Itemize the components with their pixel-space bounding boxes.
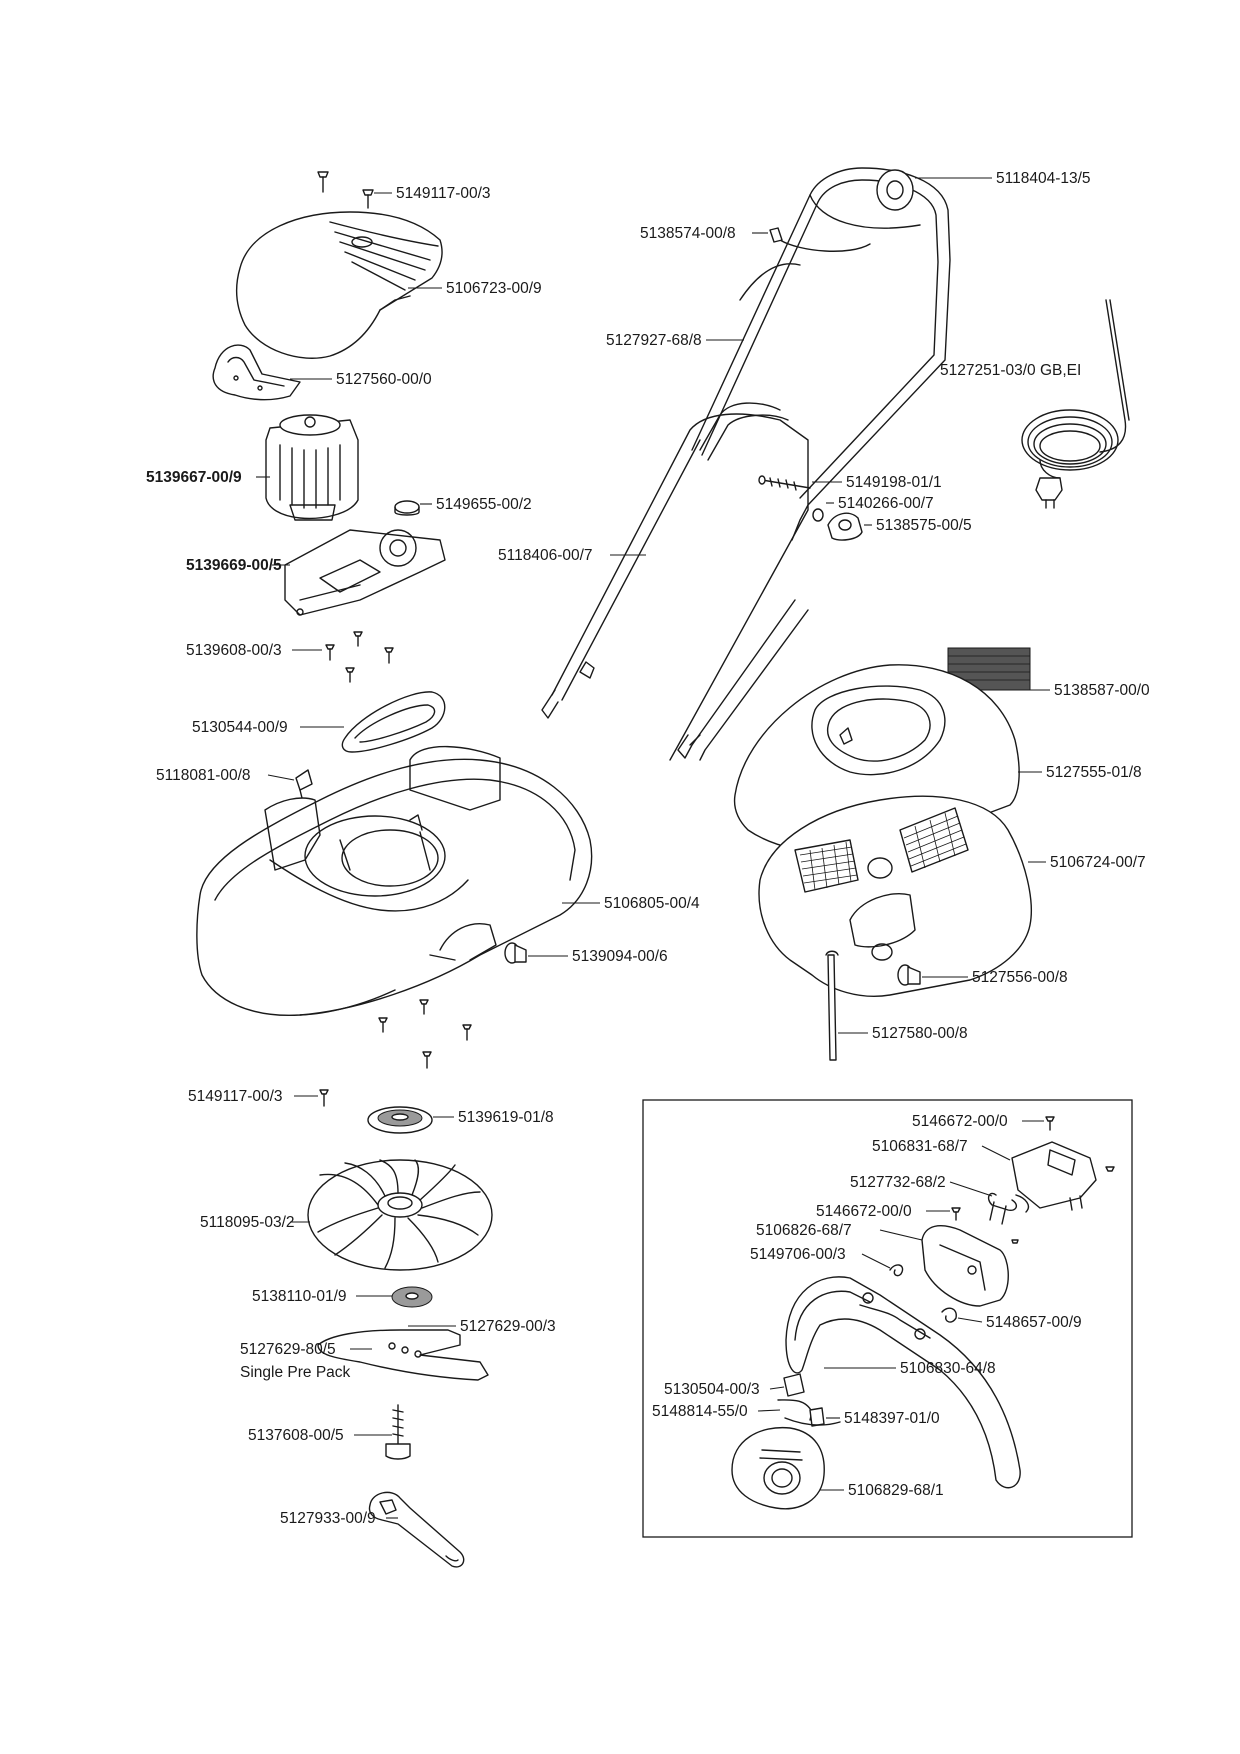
label-5127560: 5127560-00/0 xyxy=(336,371,432,388)
label-5146672-top: 5146672-00/0 xyxy=(912,1113,1008,1130)
label-5137608: 5137608-00/5 xyxy=(248,1427,344,1444)
collar-seal xyxy=(212,344,301,401)
switch-assembly-inset xyxy=(642,1099,1133,1538)
label-5139619: 5139619-01/8 xyxy=(458,1109,554,1126)
blade-bolt xyxy=(385,1404,411,1460)
label-5127555: 5127555-01/8 xyxy=(1046,764,1142,781)
label-5127629: 5127629-00/3 xyxy=(460,1318,556,1335)
lower-rear-housing xyxy=(758,795,1032,997)
retaining-clip xyxy=(941,1307,957,1323)
torsion-spring xyxy=(889,1264,904,1277)
cutter-blade xyxy=(317,1329,489,1381)
label-5127580: 5127580-00/8 xyxy=(872,1025,968,1042)
screw-top-2 xyxy=(362,189,374,209)
label-5146672-mid: 5146672-00/0 xyxy=(816,1203,912,1220)
label-5140266: 5140266-00/7 xyxy=(838,495,934,512)
deck-screws xyxy=(378,999,472,1069)
blade-spanner-tool xyxy=(368,1491,465,1568)
inset-screw-mid xyxy=(951,1207,961,1221)
label-5106805: 5106805-00/4 xyxy=(604,895,700,912)
label-5138575: 5138575-00/5 xyxy=(876,517,972,534)
label-5149198: 5149198-01/1 xyxy=(846,474,942,491)
label-5106826: 5106826-68/7 xyxy=(756,1222,852,1239)
label-5127927: 5127927-68/8 xyxy=(606,332,702,349)
micro-switch xyxy=(777,1373,841,1427)
label-5130544: 5130544-00/9 xyxy=(192,719,288,736)
label-5139608: 5139608-00/3 xyxy=(186,642,282,659)
label-5127629-prepack: 5127629-80/5 xyxy=(240,1341,336,1358)
label-single-pre-pack: Single Pre Pack xyxy=(240,1364,351,1381)
label-5127556: 5127556-00/8 xyxy=(972,969,1068,986)
label-5149706: 5149706-00/3 xyxy=(750,1246,846,1263)
impeller-fan xyxy=(307,1159,493,1271)
label-5148814: 5148814-55/0 xyxy=(652,1403,748,1420)
handle-bolt xyxy=(758,475,811,491)
label-5138587: 5138587-00/0 xyxy=(1054,682,1150,699)
handle-side-tube xyxy=(699,263,801,461)
label-5106724: 5106724-00/7 xyxy=(1050,854,1146,871)
hood-clip xyxy=(295,769,313,799)
label-5148657: 5148657-00/9 xyxy=(986,1314,1082,1331)
vent-grille-left xyxy=(794,839,859,893)
label-5127933: 5127933-00/9 xyxy=(280,1510,376,1527)
upper-handle-bar xyxy=(677,167,951,761)
electric-motor xyxy=(265,414,359,521)
label-5149655: 5149655-00/2 xyxy=(436,496,532,513)
handle-washer xyxy=(812,508,824,522)
label-5118406: 5118406-00/7 xyxy=(498,547,593,564)
label-5118404: 5118404-13/5 xyxy=(996,170,1091,187)
label-5127732: 5127732-68/2 xyxy=(850,1174,946,1191)
label-5139667: 5139667-00/9 xyxy=(146,469,242,486)
label-5148397: 5148397-01/0 xyxy=(844,1410,940,1427)
label-5149117-top: 5149117-00/3 xyxy=(396,185,491,202)
housing-push-pin xyxy=(897,964,921,986)
belt-seal xyxy=(341,691,446,753)
screw-top-1 xyxy=(317,171,329,193)
label-5118095: 5118095-03/2 xyxy=(200,1214,295,1231)
handle-grip-upper xyxy=(785,1276,1021,1489)
washer-disc xyxy=(367,1106,433,1134)
label-5106829: 5106829-68/1 xyxy=(848,1482,944,1499)
label-5106830: 5106830-64/8 xyxy=(900,1360,996,1377)
label-5130504: 5130504-00/3 xyxy=(664,1381,760,1398)
label-5138110: 5138110-01/9 xyxy=(252,1288,347,1305)
power-cable xyxy=(1021,299,1130,509)
switch-housing xyxy=(921,1224,1019,1307)
inset-screw-top xyxy=(1045,1116,1055,1131)
lower-handle-bar xyxy=(541,413,809,761)
label-5139669: 5139669-00/5 xyxy=(186,557,282,574)
vent-grille-right xyxy=(899,807,969,873)
label-5127251: 5127251-03/0 GB,EI xyxy=(940,362,1081,379)
main-hover-deck xyxy=(196,745,593,1017)
label-5106831: 5106831-68/7 xyxy=(872,1138,968,1155)
label-5106723: 5106723-00/9 xyxy=(446,280,542,297)
motor-mounting-plate xyxy=(284,529,446,616)
bearing-cap xyxy=(394,500,420,516)
label-5149117-bottom: 5149117-00/3 xyxy=(188,1088,283,1105)
switch-cover-plate xyxy=(1011,1141,1115,1211)
label-5138574: 5138574-00/8 xyxy=(640,225,736,242)
label-5139094: 5139094-00/6 xyxy=(572,948,668,965)
switch-lever-spring xyxy=(987,1192,1030,1225)
cable-strap xyxy=(825,950,839,1061)
blade-spacer xyxy=(391,1286,433,1308)
handle-plug xyxy=(769,227,783,243)
label-5118081: 5118081-00/8 xyxy=(156,767,251,784)
screw-set xyxy=(325,631,394,683)
switch-cap-cover xyxy=(731,1426,825,1510)
screw-impeller xyxy=(319,1089,329,1107)
push-pin-fastener xyxy=(504,942,527,964)
motor-cover-hood xyxy=(236,211,443,359)
handle-knob xyxy=(827,512,863,541)
